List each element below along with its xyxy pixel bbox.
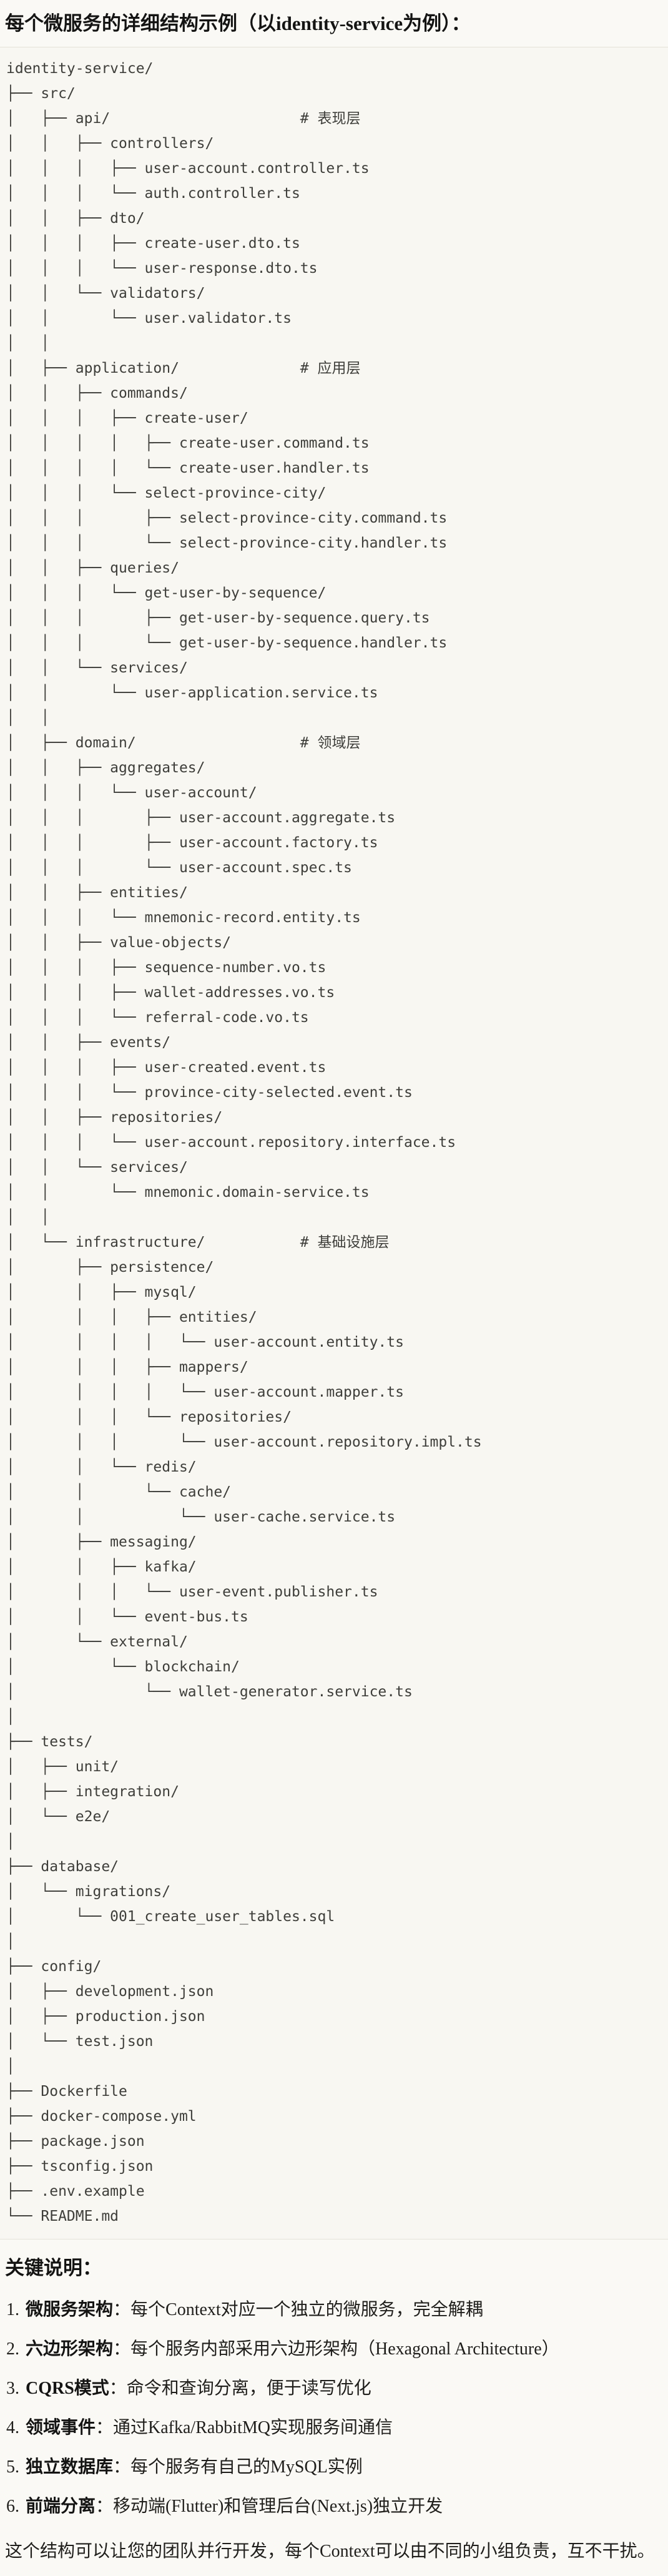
list-item: 5. 独立数据库：每个服务有自己的MySQL实例 — [6, 2456, 661, 2479]
item-term: 前端分离 — [26, 2497, 96, 2516]
list-item: 4. 领域事件：通过Kafka/RabbitMQ实现服务间通信 — [6, 2416, 661, 2440]
list-item: 6. 前端分离：移动端(Flutter)和管理后台(Next.js)独立开发 — [6, 2495, 661, 2519]
item-number: 2. — [6, 2339, 19, 2359]
item-number: 4. — [6, 2418, 19, 2437]
notes-section: 关键说明： 1. 微服务架构：每个Context对应一个独立的微服务，完全解耦 2… — [0, 2239, 668, 2576]
item-number: 5. — [6, 2457, 19, 2477]
item-number: 3. — [6, 2379, 19, 2398]
item-desc: ：通过Kafka/RabbitMQ实现服务间通信 — [96, 2418, 393, 2437]
page-title: 每个微服务的详细结构示例（以identity-service为例）： — [5, 12, 471, 34]
list-item: 3. CQRS模式：命令和查询分离，便于读写优化 — [6, 2377, 661, 2401]
closing-paragraph: 这个结构可以让您的团队并行开发，每个Context可以由不同的小组负责，互不干扰… — [5, 2542, 655, 2561]
item-number: 6. — [6, 2497, 19, 2516]
item-term: 六边形架构 — [26, 2339, 114, 2359]
item-term: CQRS模式 — [26, 2379, 109, 2398]
item-desc: ：每个服务有自己的MySQL实例 — [113, 2457, 363, 2477]
item-desc: ：移动端(Flutter)和管理后台(Next.js)独立开发 — [96, 2497, 443, 2516]
item-term: 微服务架构 — [26, 2300, 114, 2319]
item-desc: ：命令和查询分离，便于读写优化 — [109, 2379, 371, 2398]
list-item: 1. 微服务架构：每个Context对应一个独立的微服务，完全解耦 — [6, 2298, 661, 2322]
directory-tree: identity-service/ ├── src/ │ ├── api/ # … — [6, 61, 482, 2225]
item-term: 独立数据库 — [26, 2457, 114, 2477]
list-item: 2. 六边形架构：每个服务内部采用六边形架构（Hexagonal Architec… — [6, 2338, 661, 2361]
item-desc: ：每个Context对应一个独立的微服务，完全解耦 — [113, 2300, 483, 2319]
item-term: 领域事件 — [26, 2418, 96, 2437]
notes-list: 1. 微服务架构：每个Context对应一个独立的微服务，完全解耦 2. 六边形架构… — [5, 2298, 661, 2519]
code-block: identity-service/ ├── src/ │ ├── api/ # … — [0, 47, 668, 2239]
notes-heading: 关键说明： — [5, 2257, 102, 2279]
item-desc: ：每个服务内部采用六边形架构（Hexagonal Architecture） — [113, 2339, 559, 2359]
item-number: 1. — [6, 2300, 19, 2319]
